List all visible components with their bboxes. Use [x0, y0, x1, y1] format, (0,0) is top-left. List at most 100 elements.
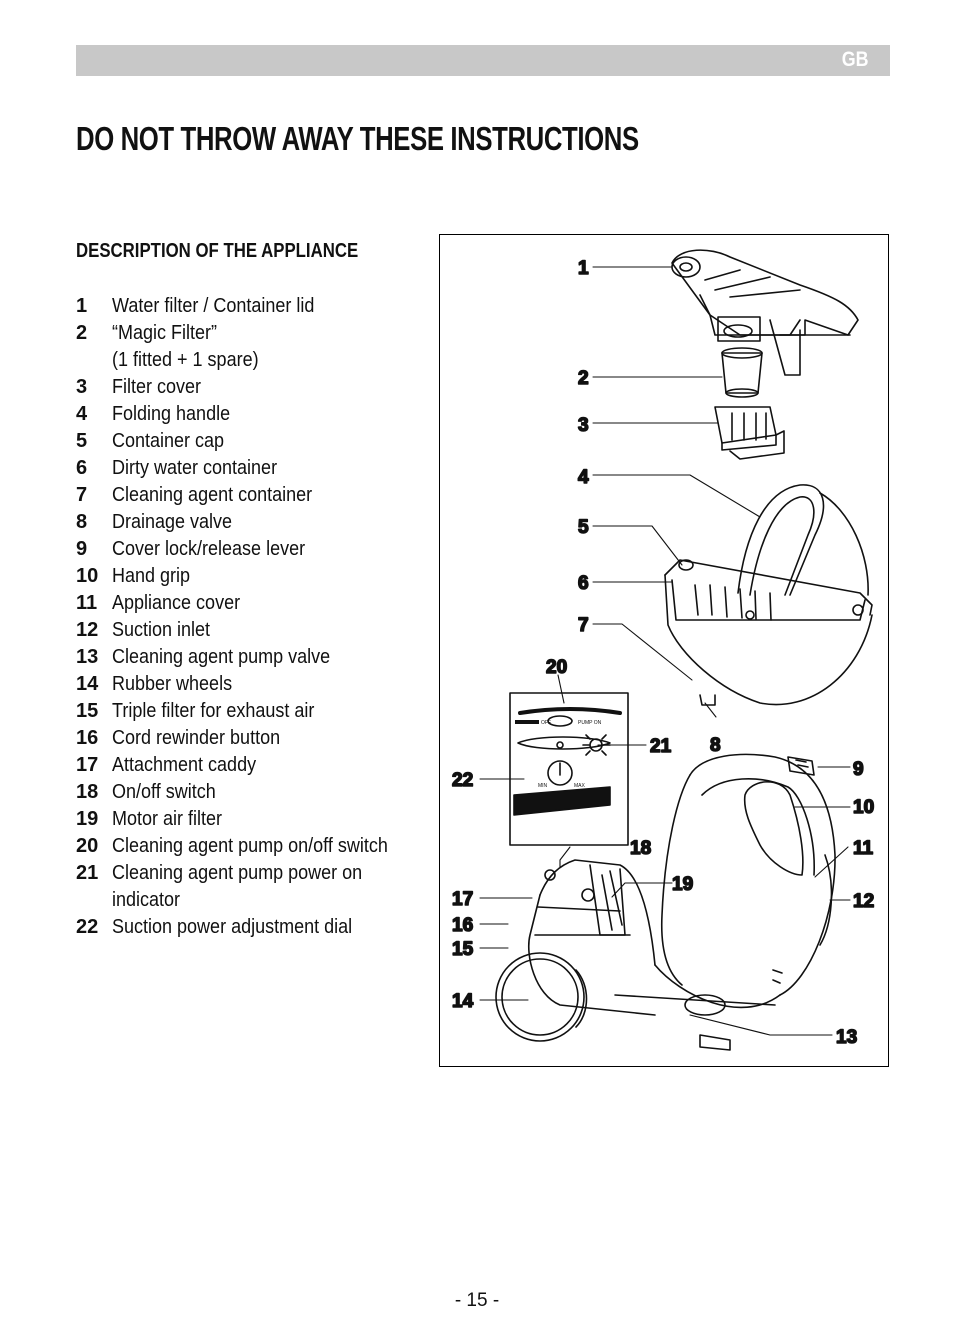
leader-lines — [479, 266, 851, 1036]
callout-18: 18 — [630, 838, 651, 859]
list-item: 4 Folding handle — [76, 401, 436, 428]
callout-21: 21 — [650, 736, 672, 757]
part-label: Suction power adjustment dial — [112, 916, 353, 938]
callout-22: 22 — [452, 770, 473, 791]
part-number: 20 — [76, 835, 99, 857]
part-number: 19 — [76, 808, 99, 830]
parts-list: 1 Water filter / Container lid 2 “Magic Fil… — [76, 293, 436, 941]
part-number: 5 — [76, 430, 88, 452]
part-label: Cleaning agent pump power on indicator — [112, 862, 363, 911]
list-item: 17 Attachment caddy — [76, 752, 436, 779]
list-item: 5 Container cap — [76, 428, 436, 455]
part-label: Appliance cover — [112, 592, 241, 614]
callout-13: 13 — [836, 1027, 857, 1048]
part-number: 9 — [76, 538, 88, 560]
part-number: 2 — [76, 322, 88, 344]
list-item: 6 Dirty water container — [76, 455, 436, 482]
part-number: 16 — [76, 727, 99, 749]
part-number: 21 — [76, 862, 99, 884]
part-label: Cleaning agent pump valve — [112, 646, 331, 668]
list-item: 9 Cover lock/release lever — [76, 536, 436, 563]
part-label: Filter cover — [112, 376, 202, 398]
language-code: GB — [841, 48, 868, 71]
part-number: 11 — [76, 592, 98, 614]
callout-1: 1 — [578, 258, 589, 279]
part-number: 3 — [76, 376, 88, 398]
list-item: 11 Appliance cover — [76, 590, 436, 617]
part-label: Cleaning agent container — [112, 484, 313, 506]
part-number: 13 — [76, 646, 99, 668]
list-item: 13 Cleaning agent pump valve — [76, 644, 436, 671]
section-heading: DESCRIPTION OF THE APPLIANCE — [76, 240, 359, 262]
control-panel-inset: OFF PUMP ON MIN MAX — [509, 692, 629, 846]
water-container-illustration — [664, 484, 873, 706]
part-label: On/off switch — [112, 781, 216, 803]
page-title: DO NOT THROW AWAY THESE INSTRUCTIONS — [76, 120, 639, 157]
callout-8: 8 — [710, 735, 721, 756]
callout-11: 11 — [853, 838, 874, 859]
part-label: Folding handle — [112, 403, 231, 425]
page-number: - 15 - — [454, 1290, 500, 1311]
part-label: Cord rewinder button — [112, 727, 281, 749]
part-label: Suction inlet — [112, 619, 211, 641]
list-item: 8 Drainage valve — [76, 509, 436, 536]
callout-2: 2 — [578, 368, 589, 389]
part-number: 8 — [76, 511, 88, 533]
part-number: 18 — [76, 781, 99, 803]
list-item: 1 Water filter / Container lid — [76, 293, 436, 320]
callout-numbers: 1 2 3 4 5 6 7 8 9 10 11 12 13 14 15 16 1… — [451, 257, 875, 1049]
callout-6: 6 — [578, 573, 589, 594]
callout-17: 17 — [452, 889, 473, 910]
panel-label-pump-on: PUMP ON — [578, 720, 602, 726]
list-item: 20 Cleaning agent pump on/off switch — [76, 833, 436, 860]
part-number: 4 — [76, 403, 88, 425]
vacuum-body-illustration — [495, 753, 836, 1051]
callout-10: 10 — [853, 797, 874, 818]
list-item: 10 Hand grip — [76, 563, 436, 590]
part-label: Attachment caddy — [112, 754, 257, 776]
callout-15: 15 — [452, 939, 474, 960]
callout-12: 12 — [853, 891, 874, 912]
list-item: 18 On/off switch — [76, 779, 436, 806]
part-label: Water filter / Container lid — [112, 295, 315, 317]
callout-9: 9 — [853, 759, 864, 780]
callout-5: 5 — [578, 517, 589, 538]
part-number: 1 — [76, 295, 88, 317]
part-label: Dirty water container — [112, 457, 278, 479]
part-label: Hand grip — [112, 565, 191, 587]
container-lid-illustration — [671, 249, 859, 376]
part-label: Drainage valve — [112, 511, 233, 533]
magic-filter-illustration — [721, 347, 763, 398]
panel-label-off: OFF — [541, 720, 551, 726]
list-item: 21 Cleaning agent pump power on indicator — [76, 860, 436, 914]
callout-20: 20 — [546, 657, 567, 678]
part-number: 6 — [76, 457, 88, 479]
language-bar: GB — [76, 45, 890, 76]
appliance-diagram: OFF PUMP ON MIN MAX — [439, 234, 889, 1067]
part-number: 22 — [76, 916, 99, 938]
callout-16: 16 — [452, 915, 473, 936]
part-label: “Magic Filter” (1 fitted + 1 spare) — [112, 322, 259, 371]
panel-label-min: MIN — [538, 783, 548, 789]
part-label: Motor air filter — [112, 808, 223, 830]
callout-7: 7 — [578, 615, 589, 636]
part-label: Cover lock/release lever — [112, 538, 306, 560]
part-number: 10 — [76, 565, 99, 587]
list-item: 16 Cord rewinder button — [76, 725, 436, 752]
list-item: 2 “Magic Filter” (1 fitted + 1 spare) — [76, 320, 436, 374]
part-number: 17 — [76, 754, 99, 776]
part-label: Container cap — [112, 430, 225, 452]
list-item: 19 Motor air filter — [76, 806, 436, 833]
callout-19: 19 — [672, 874, 693, 895]
part-label: Rubber wheels — [112, 673, 233, 695]
panel-label-max: MAX — [574, 783, 586, 789]
callout-3: 3 — [578, 415, 589, 436]
callout-4: 4 — [578, 467, 589, 488]
part-number: 12 — [76, 619, 99, 641]
part-number: 7 — [76, 484, 88, 506]
part-label: Cleaning agent pump on/off switch — [112, 835, 388, 857]
callout-14: 14 — [452, 991, 474, 1012]
list-item: 7 Cleaning agent container — [76, 482, 436, 509]
